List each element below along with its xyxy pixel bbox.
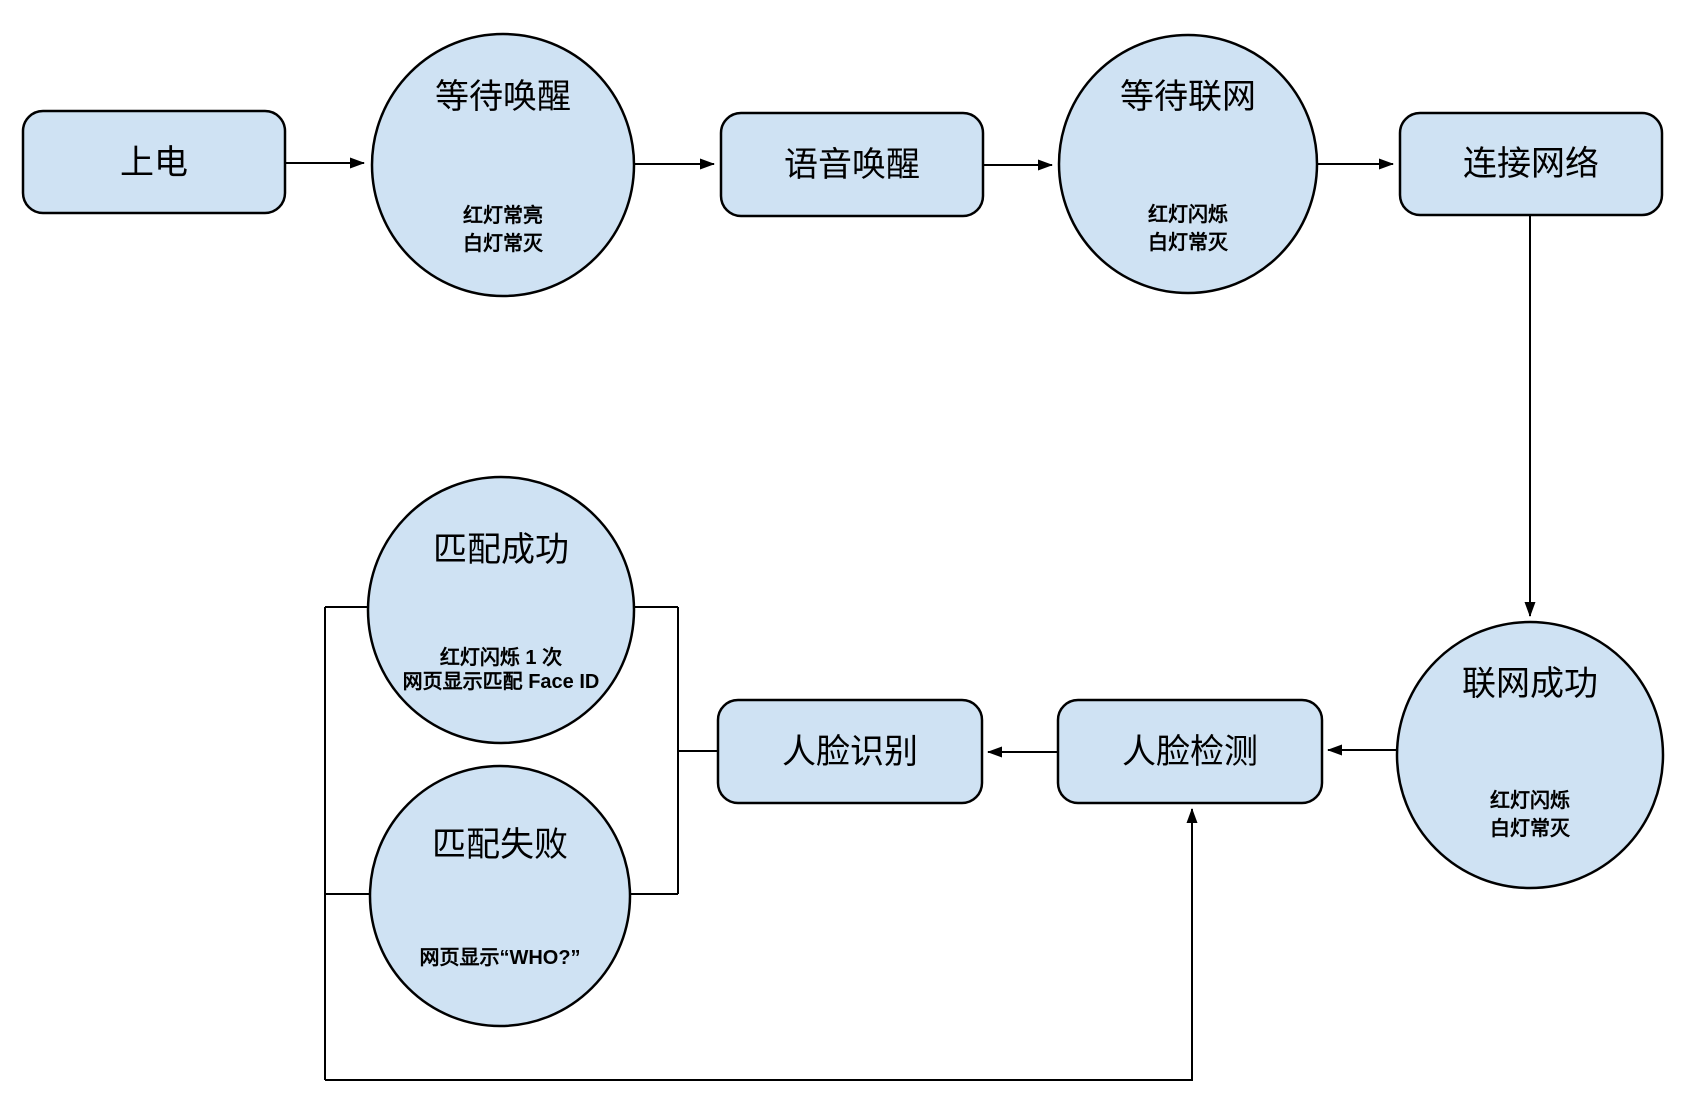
face-detect-box [1056, 698, 1324, 805]
match-success-note-2: 网页显示匹配 Face ID [403, 670, 600, 693]
node-wait-network: 等待联网 红灯闪烁 白灯常灭 [1057, 33, 1319, 295]
wait-wake-note-1: 红灯常亮 [463, 203, 543, 227]
wait-network-note-1: 红灯闪烁 [1148, 202, 1228, 226]
voice-wake-box [719, 111, 985, 218]
wait-network-title: 等待联网 [1120, 78, 1256, 116]
match-success-title: 匹配成功 [433, 531, 569, 569]
node-match-success: 匹配成功 红灯闪烁 1 次 网页显示匹配 Face ID [366, 475, 636, 745]
match-success-note-1: 红灯闪烁 1 次 [440, 645, 562, 669]
node-voice-wake: 语音唤醒 [719, 111, 985, 218]
node-face-detect: 人脸检测 [1056, 698, 1324, 805]
network-success-circle [1395, 620, 1665, 890]
wait-network-note-2: 白灯常灭 [1148, 230, 1229, 254]
node-match-fail: 匹配失败 网页显示“WHO?” [368, 764, 632, 1028]
face-detect-label: 人脸检测 [1122, 733, 1258, 771]
connect-network-label: 连接网络 [1463, 145, 1599, 183]
node-power-on: 上电 [21, 109, 287, 215]
power-on-label: 上电 [120, 144, 188, 182]
match-fail-circle [368, 764, 632, 1028]
match-success-circle [366, 475, 636, 745]
wait-network-circle [1057, 33, 1319, 295]
wait-wake-note-2: 白灯常灭 [463, 231, 544, 255]
match-fail-note-1: 网页显示“WHO?” [419, 947, 580, 969]
connect-network-box [1398, 111, 1664, 217]
node-wait-wake: 等待唤醒 红灯常亮 白灯常灭 [370, 32, 636, 298]
face-recognize-label: 人脸识别 [782, 733, 918, 771]
node-connect-network: 连接网络 [1398, 111, 1664, 217]
edges [285, 157, 1536, 1081]
network-success-note-2: 白灯常灭 [1490, 816, 1571, 840]
wait-wake-circle [370, 32, 636, 298]
face-recognize-box [716, 698, 984, 805]
network-success-note-1: 红灯闪烁 [1490, 788, 1570, 812]
wait-wake-title: 等待唤醒 [435, 78, 571, 116]
power-on-box [21, 109, 287, 215]
match-fail-title: 匹配失败 [432, 826, 568, 864]
node-face-recognize: 人脸识别 [716, 698, 984, 805]
voice-wake-label: 语音唤醒 [784, 146, 920, 184]
node-network-success: 联网成功 红灯闪烁 白灯常灭 [1395, 620, 1665, 890]
network-success-title: 联网成功 [1462, 665, 1598, 703]
